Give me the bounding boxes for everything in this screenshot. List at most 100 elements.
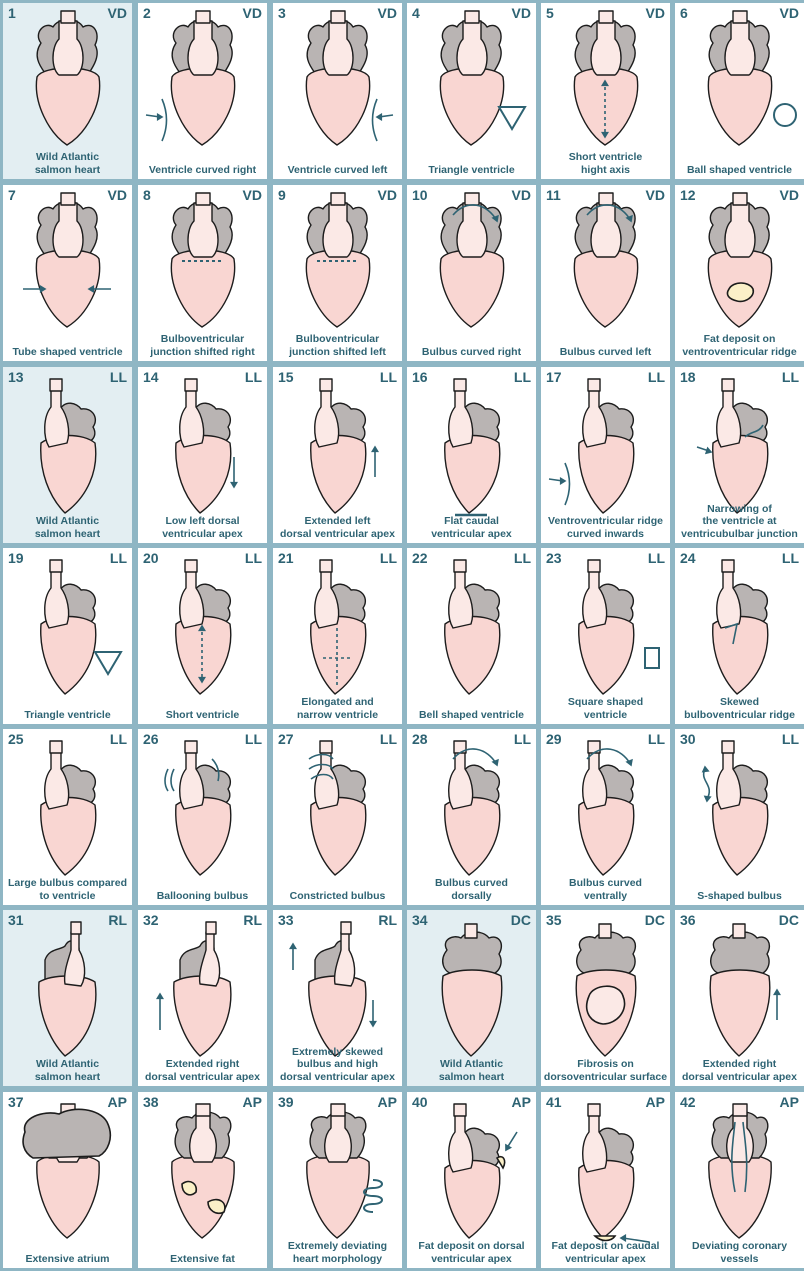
panel-16: 16LLFlat caudalventricular apex	[407, 367, 536, 543]
caption-line: Ventricle curved left	[275, 164, 400, 177]
bulbus-shape	[180, 389, 204, 447]
caption-line: hight axis	[543, 164, 668, 177]
aorta-shape	[206, 922, 216, 934]
aorta-shape	[331, 11, 345, 23]
ventricle-shape	[442, 970, 502, 1056]
caption-line: Wild Atlantic	[409, 1058, 534, 1071]
aorta-shape	[722, 560, 734, 572]
aorta-shape	[454, 1104, 466, 1116]
triangle-icon	[95, 652, 121, 674]
panel-caption: S-shaped bulbus	[675, 890, 804, 903]
panel-caption: Bulbus curved right	[407, 346, 536, 359]
panel-caption: Short ventricle	[138, 709, 267, 722]
panel-15: 15LLExtended leftdorsal ventricular apex	[273, 367, 402, 543]
panel-40: 40APFat deposit on dorsalventricular ape…	[407, 1092, 536, 1268]
ventricle-shape	[307, 1155, 369, 1239]
heart-drawing	[138, 3, 267, 179]
caption-line: Extended left	[275, 515, 400, 528]
aorta-shape	[454, 560, 466, 572]
caption-line: Extended right	[140, 1058, 265, 1071]
panel-27: 27LLConstricted bulbus	[273, 729, 402, 905]
caption-line: salmon heart	[5, 1071, 130, 1084]
caption-line: dorsal ventricular apex	[140, 1071, 265, 1084]
aorta-shape	[733, 1104, 747, 1116]
arrow-up-left-icon	[157, 994, 162, 1030]
aorta-shape	[196, 1104, 210, 1116]
panel-38: 38APExtensive fat	[138, 1092, 267, 1268]
heart-drawing	[675, 3, 804, 179]
heart-illustration	[309, 922, 366, 1056]
caption-line: Bulbus curved	[543, 877, 668, 890]
heart-drawing	[3, 1092, 132, 1268]
triangle-icon	[499, 107, 525, 129]
aorta-shape	[196, 11, 210, 23]
caption-line: Fibrosis on	[543, 1058, 668, 1071]
caption-line: Constricted bulbus	[275, 890, 400, 903]
caption-line: Bell shaped ventricle	[409, 709, 534, 722]
heart-drawing	[273, 3, 402, 179]
caption-line: Flat caudal	[409, 515, 534, 528]
panel-3: 3VDVentricle curved left	[273, 3, 402, 179]
aorta-shape	[61, 11, 75, 23]
panel-caption: Ventroventricular ridgecurved inwards	[541, 515, 670, 540]
aorta-shape	[50, 560, 62, 572]
caption-line: vessels	[677, 1253, 802, 1266]
heart-illustration	[176, 379, 231, 513]
aorta-shape	[331, 193, 345, 205]
panel-6: 6VDBall shaped ventricle	[675, 3, 804, 179]
caption-line: dorsoventricular surface	[543, 1071, 668, 1084]
caption-line: Elongated and	[275, 696, 400, 709]
bulbus-shape	[717, 570, 741, 628]
bulbus-shape	[583, 1114, 607, 1172]
caption-line: salmon heart	[5, 528, 130, 541]
heart-illustration	[39, 922, 96, 1056]
caption-line: Short ventricle	[543, 151, 668, 164]
aorta-shape	[722, 741, 734, 753]
heart-illustration	[579, 560, 634, 694]
heart-illustration	[445, 560, 500, 694]
panel-28: 28LLBulbus curveddorsally	[407, 729, 536, 905]
heart-drawing	[3, 548, 132, 724]
ventricle-shape	[306, 68, 369, 145]
bulbus-shape	[583, 570, 607, 628]
heart-illustration	[713, 560, 768, 694]
heart-illustration	[579, 1104, 634, 1238]
arrow-up-icon	[774, 990, 779, 1020]
panel-20: 20LLShort ventricle	[138, 548, 267, 724]
heart-illustration	[574, 193, 637, 327]
ventricle-shape	[574, 250, 637, 327]
heart-drawing	[138, 548, 267, 724]
heart-illustration	[41, 560, 96, 694]
aorta-shape	[599, 924, 611, 938]
heart-illustration	[311, 560, 366, 694]
aorta-shape	[733, 924, 745, 938]
caption-line: Ball shaped ventricle	[677, 164, 802, 177]
panel-19: 19LLTriangle ventricle	[3, 548, 132, 724]
caption-line: Large bulbus compared	[5, 877, 130, 890]
caption-line: dorsally	[409, 890, 534, 903]
heart-illustration	[176, 741, 231, 875]
panel-caption: Fat deposit on caudalventricular apex	[541, 1240, 670, 1265]
caption-line: junction shifted left	[275, 346, 400, 359]
ventricle-shape	[710, 970, 770, 1056]
ventricle-shape	[172, 1155, 234, 1239]
panel-caption: Extremely skewedbulbus and highdorsal ve…	[273, 1046, 402, 1084]
caption-line: Fat deposit on dorsal	[409, 1240, 534, 1253]
panel-caption: Triangle ventricle	[407, 164, 536, 177]
ventricle-shape	[174, 976, 231, 1056]
aorta-shape	[61, 193, 75, 205]
caption-line: Fat deposit on caudal	[543, 1240, 668, 1253]
caption-line: Ballooning bulbus	[140, 890, 265, 903]
heart-drawing	[675, 729, 804, 905]
heart-illustration	[445, 741, 500, 875]
caption-line: narrow ventricle	[275, 709, 400, 722]
panel-18: 18LLNarrowing ofthe ventricle atventricu…	[675, 367, 804, 543]
aorta-shape	[733, 11, 747, 23]
caption-line: S-shaped bulbus	[677, 890, 802, 903]
panel-33: 33RLExtremely skewedbulbus and highdorsa…	[273, 910, 402, 1086]
caption-line: dorsal ventricular apex	[275, 528, 400, 541]
